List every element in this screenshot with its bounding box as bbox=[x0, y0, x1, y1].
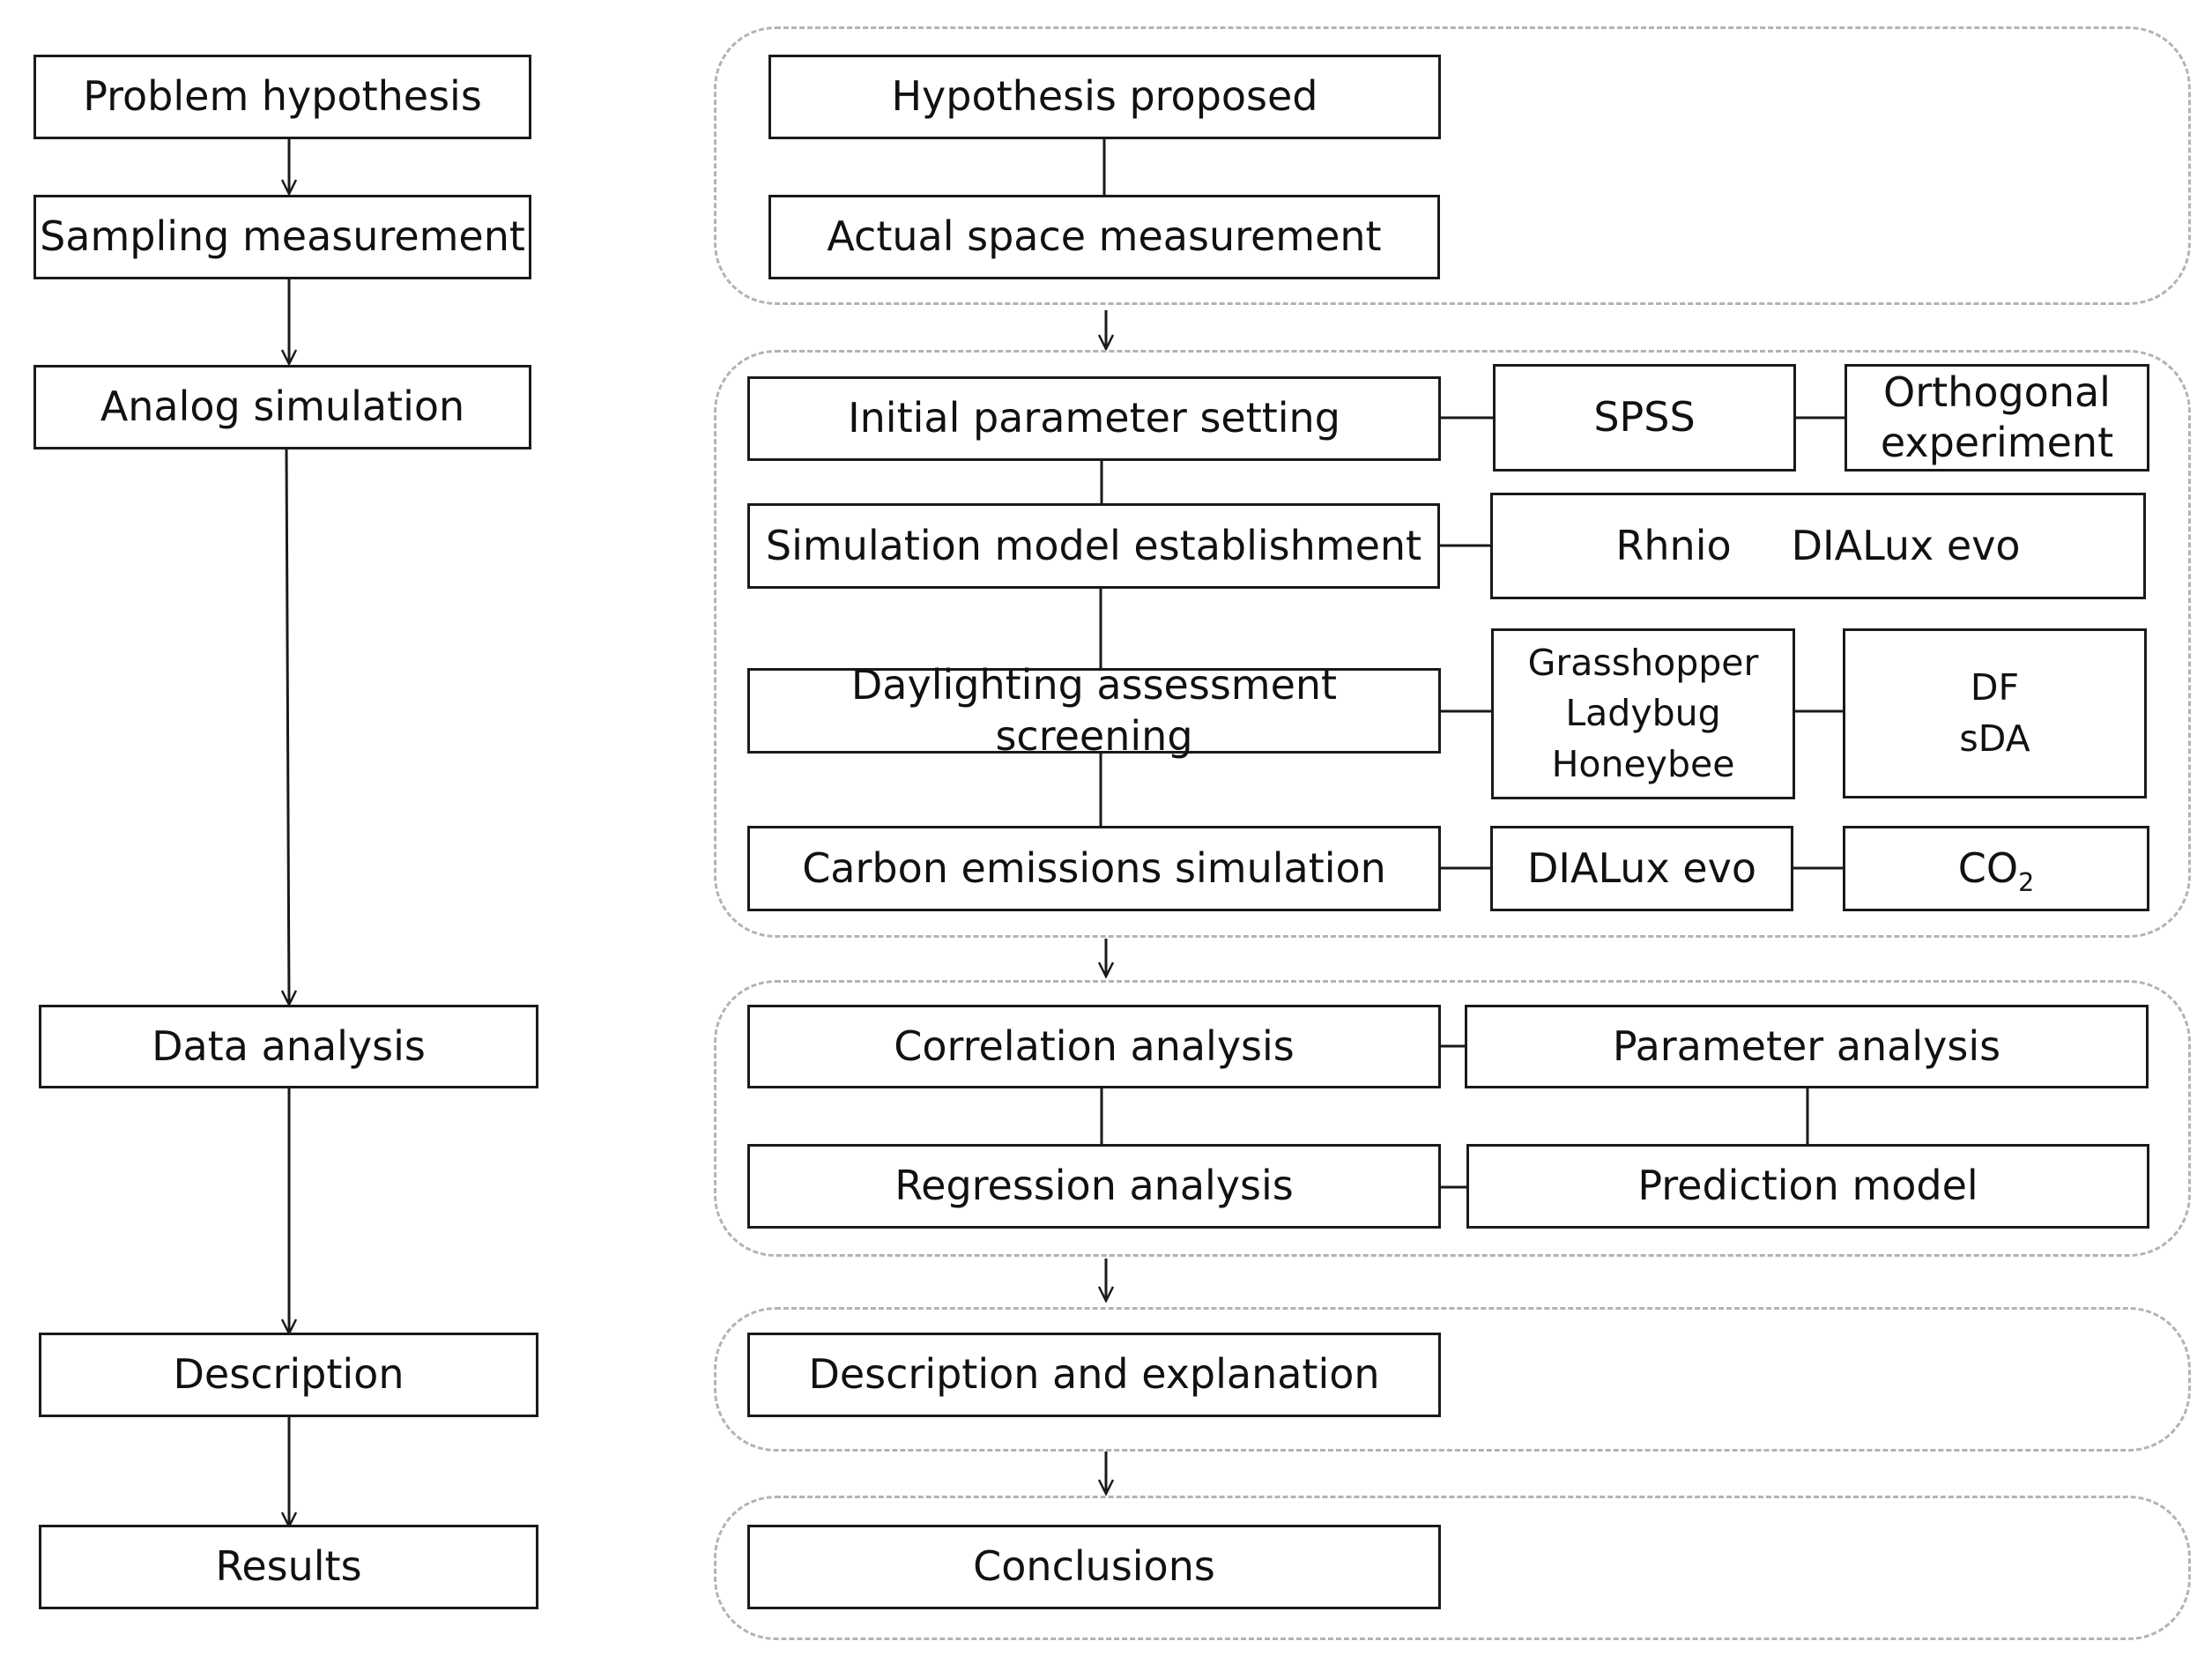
prediction-model-box: Prediction model bbox=[1466, 1144, 2149, 1229]
daylighting-tools-box: Grasshopper Ladybug Honeybee bbox=[1491, 628, 1795, 799]
rhino-label: Rhnio bbox=[1615, 521, 1732, 569]
hypothesis-proposed-label: Hypothesis proposed bbox=[891, 72, 1318, 121]
sampling-measurement-box: Sampling measurement bbox=[33, 195, 531, 279]
problem-hypothesis-label: Problem hypothesis bbox=[83, 72, 482, 121]
co2-base: CO bbox=[1957, 843, 2019, 892]
simulation-model-establishment-label: Simulation model establishment bbox=[765, 521, 1422, 569]
data-analysis-box: Data analysis bbox=[39, 1005, 538, 1088]
stage2-group bbox=[714, 350, 2191, 938]
conclusions-box: Conclusions bbox=[747, 1525, 1441, 1609]
spss-label: SPSS bbox=[1593, 393, 1696, 442]
arrow-analog-to-data bbox=[286, 447, 289, 1005]
results-label: Results bbox=[215, 1542, 362, 1591]
dialux-evo-label: DIALux evo bbox=[1791, 521, 2021, 569]
analog-simulation-label: Analog simulation bbox=[100, 382, 465, 431]
carbon-tool-label: DIALux evo bbox=[1527, 843, 1756, 892]
df-label: DF bbox=[1970, 666, 2020, 709]
correlation-analysis-label: Correlation analysis bbox=[894, 1021, 1295, 1070]
daylighting-assessment-screening-box: Daylighting assessment screening bbox=[747, 661, 1441, 760]
conclusions-label: Conclusions bbox=[973, 1542, 1215, 1591]
stage3-group bbox=[714, 980, 2191, 1257]
daylighting-metrics-box: DF sDA bbox=[1843, 628, 2147, 798]
orthogonal-label: Orthogonal bbox=[1883, 368, 2111, 416]
data-analysis-label: Data analysis bbox=[152, 1021, 426, 1070]
regression-analysis-box: Regression analysis bbox=[747, 1144, 1441, 1229]
sampling-measurement-label: Sampling measurement bbox=[40, 212, 525, 261]
initial-parameter-setting-label: Initial parameter setting bbox=[848, 394, 1340, 442]
results-box: Results bbox=[39, 1525, 538, 1609]
honeybee-label: Honeybee bbox=[1551, 742, 1735, 785]
stage5-group bbox=[714, 1496, 2191, 1640]
carbon-tool-box: DIALux evo bbox=[1490, 826, 1793, 911]
co2-box: CO2 bbox=[1843, 826, 2149, 911]
analog-simulation-box: Analog simulation bbox=[33, 365, 531, 449]
description-label: Description bbox=[173, 1350, 405, 1399]
daylighting-assessment-screening-label: Daylighting assessment screening bbox=[850, 661, 1338, 760]
co2-label: CO2 bbox=[1958, 843, 2034, 895]
initial-parameter-setting-box: Initial parameter setting bbox=[747, 376, 1441, 461]
actual-space-measurement-label: Actual space measurement bbox=[827, 212, 1382, 261]
sda-label: sDA bbox=[1959, 717, 2030, 760]
simulation-model-establishment-box: Simulation model establishment bbox=[747, 503, 1440, 589]
carbon-emissions-simulation-box: Carbon emissions simulation bbox=[747, 826, 1441, 911]
problem-hypothesis-box: Problem hypothesis bbox=[33, 55, 531, 139]
description-and-explanation-box: Description and explanation bbox=[747, 1333, 1441, 1417]
modeling-tools-box: Rhnio DIALux evo bbox=[1490, 493, 2146, 599]
prediction-model-label: Prediction model bbox=[1637, 1162, 1978, 1210]
description-and-explanation-label: Description and explanation bbox=[808, 1350, 1380, 1399]
experiment-label: experiment bbox=[1880, 419, 2114, 466]
actual-space-measurement-box: Actual space measurement bbox=[768, 195, 1440, 279]
grasshopper-label: Grasshopper bbox=[1527, 641, 1759, 684]
ladybug-label: Ladybug bbox=[1565, 692, 1721, 735]
orthogonal-experiment-box: Orthogonal experiment bbox=[1845, 364, 2149, 472]
hypothesis-proposed-box: Hypothesis proposed bbox=[768, 55, 1441, 139]
spss-box: SPSS bbox=[1493, 364, 1796, 472]
stage1-group bbox=[714, 26, 2191, 305]
parameter-analysis-label: Parameter analysis bbox=[1612, 1021, 2001, 1070]
stage4-group bbox=[714, 1307, 2191, 1452]
regression-analysis-label: Regression analysis bbox=[894, 1162, 1294, 1210]
correlation-analysis-box: Correlation analysis bbox=[747, 1005, 1441, 1088]
carbon-emissions-simulation-label: Carbon emissions simulation bbox=[802, 843, 1386, 892]
co2-subscript: 2 bbox=[2018, 867, 2035, 897]
description-box: Description bbox=[39, 1333, 538, 1417]
parameter-analysis-box: Parameter analysis bbox=[1465, 1005, 2149, 1088]
